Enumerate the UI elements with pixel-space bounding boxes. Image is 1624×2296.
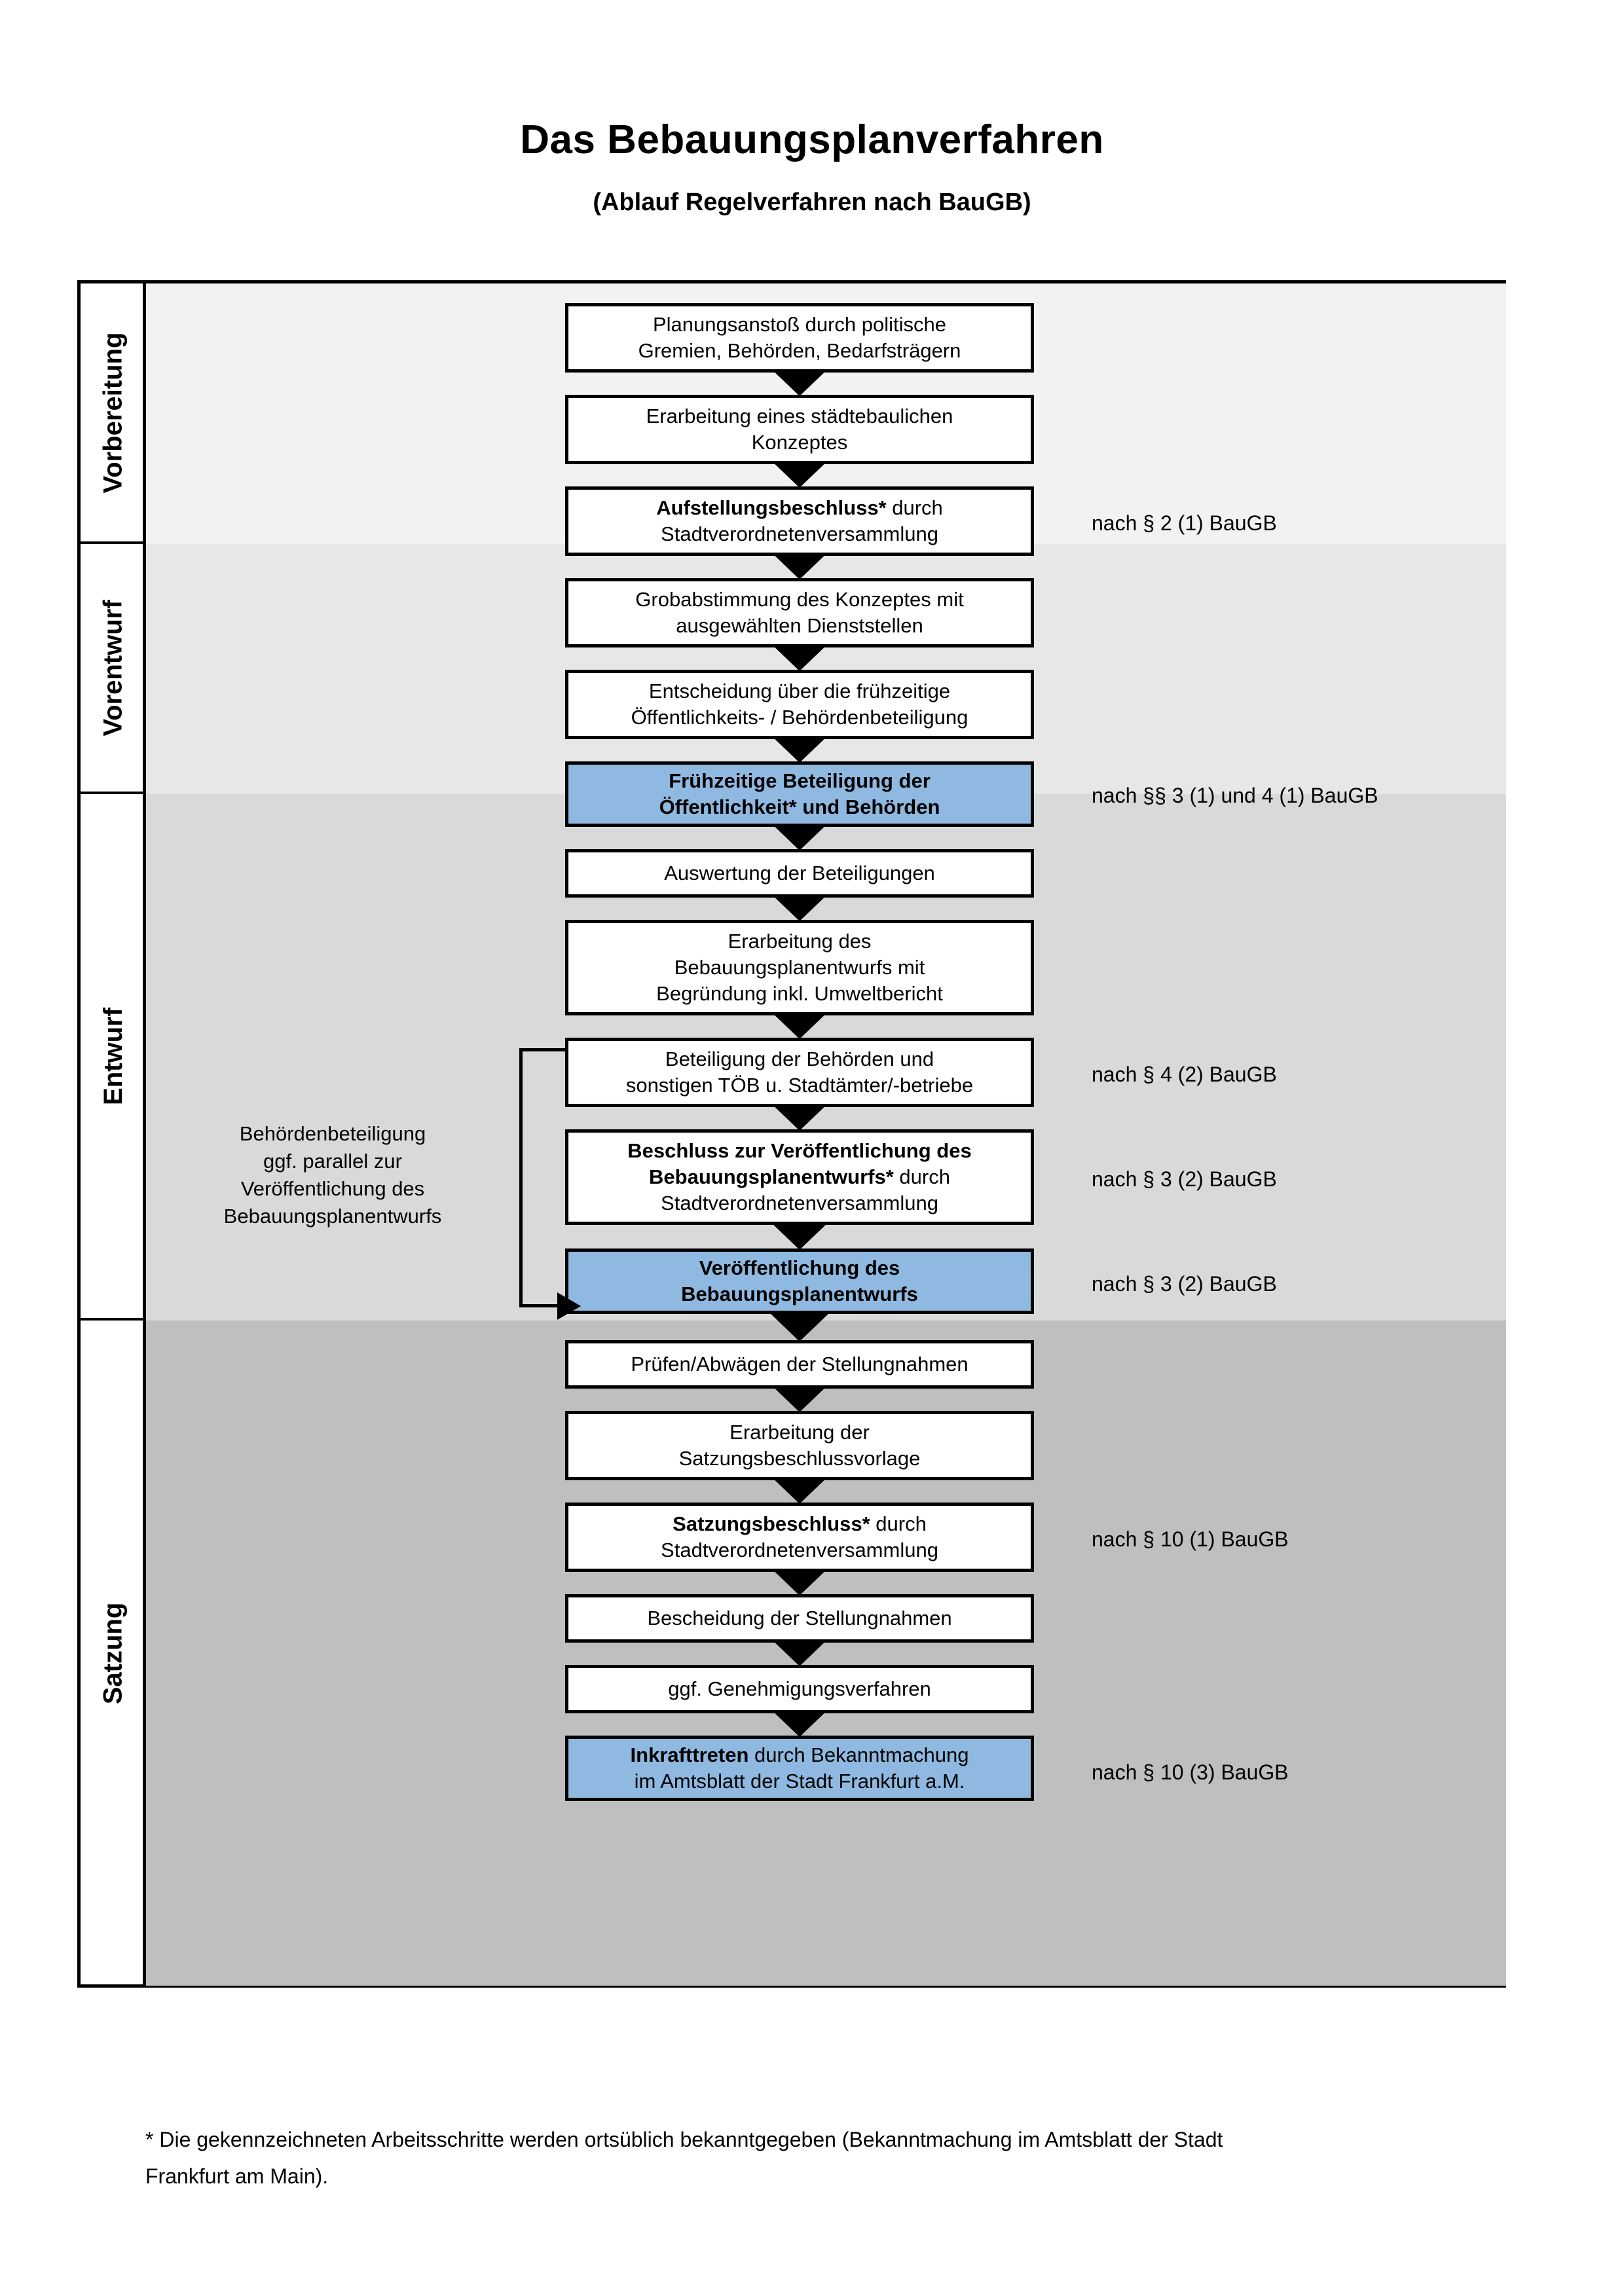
box-line: Planungsanstoß durch politische — [652, 312, 947, 336]
side-note-line: Behördenbeteiligung — [239, 1122, 426, 1145]
footnote-line-1: * Die gekennzeichneten Arbeitsschritte w… — [145, 2128, 1223, 2151]
phase-label-satzung: Satzung — [81, 1321, 146, 1986]
legal-ref-paragraph-3-2-veroeffentlichung: nach § 3 (2) BauGB — [1092, 1272, 1277, 1296]
box-line: ausgewählten Dienststellen — [676, 614, 923, 637]
phase-label-entwurf: Entwurf — [81, 794, 146, 1321]
phase-label-vorentwurf: Vorentwurf — [81, 544, 146, 794]
box-line-bold: Satzungsbeschluss* — [673, 1512, 870, 1535]
side-note-behoerdenbeteiligung: Behördenbeteiligung ggf. parallel zur Ve… — [179, 1120, 487, 1230]
box-line: Öffentlichkeit* und Behörden — [659, 795, 940, 818]
connector-arrowhead-icon — [557, 1292, 581, 1320]
box-line-suffix: durch — [886, 496, 943, 519]
box-line: Öffentlichkeits- / Behördenbeteiligung — [631, 706, 969, 729]
box-line: Satzungsbeschluss* durch — [673, 1511, 927, 1537]
process-box-step-11[interactable]: Veröffentlichung des Bebauungsplanentwur… — [565, 1248, 1034, 1314]
process-box-step-12[interactable]: Prüfen/Abwägen der Stellungnahmen — [565, 1340, 1034, 1389]
legal-ref-paragraph-4-2: nach § 4 (2) BauGB — [1092, 1063, 1277, 1086]
box-line: Stadtverordnetenversammlung — [661, 1192, 938, 1215]
side-note-line: ggf. parallel zur — [263, 1149, 402, 1173]
box-line: Erarbeitung des — [728, 929, 872, 953]
process-box-step-17[interactable]: Inkrafttreten durch Bekanntmachung im Am… — [565, 1736, 1034, 1801]
box-line-bold: Aufstellungsbeschluss* — [656, 496, 887, 519]
box-line: Bescheidung der Stellungnahmen — [647, 1606, 952, 1630]
box-line: Begründung inkl. Umweltbericht — [656, 982, 943, 1006]
box-line: Grobabstimmung des Konzeptes mit — [635, 587, 964, 611]
box-line: Veröffentlichung des — [699, 1256, 900, 1279]
process-box-step-9[interactable]: Beteiligung der Behörden und sonstigen T… — [565, 1038, 1034, 1107]
footnote: * Die gekennzeichneten Arbeitsschritte w… — [145, 2121, 1507, 2195]
box-line: Konzeptes — [751, 431, 848, 454]
process-box-step-3[interactable]: Aufstellungsbeschluss* durch Stadtverord… — [565, 486, 1034, 556]
box-line: Bebauungsplanentwurfs* durch — [649, 1164, 950, 1190]
flow-arrow-10-11 — [769, 1221, 830, 1250]
legal-ref-paragraph-2-1: nach § 2 (1) BauGB — [1092, 511, 1277, 535]
phase-label-column: Vorbereitung Vorentwurf Entwurf Satzung — [81, 283, 146, 1984]
process-box-step-14[interactable]: Satzungsbeschluss* durch Stadtverordnete… — [565, 1503, 1034, 1572]
legal-ref-paragraph-10-3: nach § 10 (3) BauGB — [1092, 1760, 1289, 1784]
box-line-bold: Inkrafttreten — [630, 1743, 749, 1766]
connector-bottom-segment — [519, 1304, 557, 1307]
box-line: Prüfen/Abwägen der Stellungnahmen — [631, 1352, 969, 1376]
box-line: Inkrafttreten durch Bekanntmachung — [631, 1742, 969, 1768]
box-line-suffix: durch — [893, 1165, 950, 1188]
phase-label-text: Vorbereitung — [98, 332, 128, 493]
phase-label-vorbereitung: Vorbereitung — [81, 283, 146, 544]
process-box-step-1[interactable]: Planungsanstoß durch politische Gremien,… — [565, 303, 1034, 373]
box-line: Bebauungsplanentwurfs mit — [674, 955, 925, 979]
box-line: Gremien, Behörden, Bedarfsträgern — [638, 339, 961, 362]
box-line-suffix: durch — [870, 1512, 927, 1535]
box-line: Stadtverordnetenversammlung — [661, 1539, 938, 1561]
flow-arrow-11-12 — [769, 1313, 830, 1341]
process-box-step-8[interactable]: Erarbeitung des Bebauungsplanentwurfs mi… — [565, 920, 1034, 1015]
phase-label-text: Entwurf — [98, 1007, 128, 1105]
process-box-step-13[interactable]: Erarbeitung der Satzungsbeschlussvorlage — [565, 1411, 1034, 1480]
process-box-step-5[interactable]: Entscheidung über die frühzeitige Öffent… — [565, 670, 1034, 739]
phase-label-text: Vorentwurf — [98, 599, 128, 737]
legal-ref-paragraph-10-1: nach § 10 (1) BauGB — [1092, 1527, 1289, 1551]
page-title: Das Bebauungsplanverfahren — [520, 117, 1104, 162]
connector-vertical-segment — [519, 1048, 523, 1307]
box-line: Beteiligung der Behörden und — [665, 1047, 934, 1070]
connector-top-segment — [519, 1048, 568, 1051]
box-line: Entscheidung über die frühzeitige — [648, 679, 951, 702]
box-line-bold: Bebauungsplanentwurfs* — [649, 1165, 894, 1188]
phase-label-text: Satzung — [98, 1602, 128, 1704]
side-note-line: Bebauungsplanentwurfs — [223, 1204, 442, 1228]
process-box-step-2[interactable]: Erarbeitung eines städtebaulichen Konzep… — [565, 395, 1034, 464]
box-line: Erarbeitung der — [729, 1420, 870, 1444]
title-block: Das Bebauungsplanverfahren (Ablauf Regel… — [0, 117, 1624, 217]
box-line: sonstigen TÖB u. Stadtämter/-betriebe — [625, 1074, 974, 1097]
box-line: Frühzeitige Beteiligung der — [669, 769, 931, 792]
diagram-frame: Vorbereitung Vorentwurf Entwurf Satzung … — [77, 280, 1506, 1988]
box-line: ggf. Genehmigungsverfahren — [668, 1677, 931, 1700]
box-line: im Amtsblatt der Stadt Frankfurt a.M. — [634, 1770, 965, 1793]
process-box-step-16[interactable]: ggf. Genehmigungsverfahren — [565, 1665, 1034, 1713]
process-box-step-7[interactable]: Auswertung der Beteiligungen — [565, 849, 1034, 898]
process-box-step-15[interactable]: Bescheidung der Stellungnahmen — [565, 1594, 1034, 1643]
box-line: Beschluss zur Veröffentlichung des — [627, 1139, 972, 1162]
box-line: Auswertung der Beteiligungen — [664, 861, 935, 884]
footnote-line-2: Frankfurt am Main). — [145, 2164, 329, 2188]
box-line-suffix: durch Bekanntmachung — [748, 1743, 969, 1766]
box-line: Bebauungsplanentwurfs — [681, 1283, 918, 1305]
legal-ref-paragraph-3-2-beschluss: nach § 3 (2) BauGB — [1092, 1167, 1277, 1191]
box-line: Aufstellungsbeschluss* durch — [656, 495, 943, 521]
legal-ref-paragraph-3-1-4-1: nach §§ 3 (1) und 4 (1) BauGB — [1092, 784, 1378, 807]
box-line: Stadtverordnetenversammlung — [661, 522, 938, 545]
box-line: Satzungsbeschlussvorlage — [678, 1447, 921, 1470]
process-box-step-6[interactable]: Frühzeitige Beteiligung der Öffentlichke… — [565, 761, 1034, 827]
side-note-line: Veröffentlichung des — [240, 1176, 425, 1200]
box-line: Erarbeitung eines städtebaulichen — [646, 404, 953, 428]
process-box-step-10[interactable]: Beschluss zur Veröffentlichung des Bebau… — [565, 1129, 1034, 1225]
process-box-step-4[interactable]: Grobabstimmung des Konzeptes mit ausgewä… — [565, 578, 1034, 647]
page-subtitle: (Ablauf Regelverfahren nach BauGB) — [593, 189, 1031, 217]
